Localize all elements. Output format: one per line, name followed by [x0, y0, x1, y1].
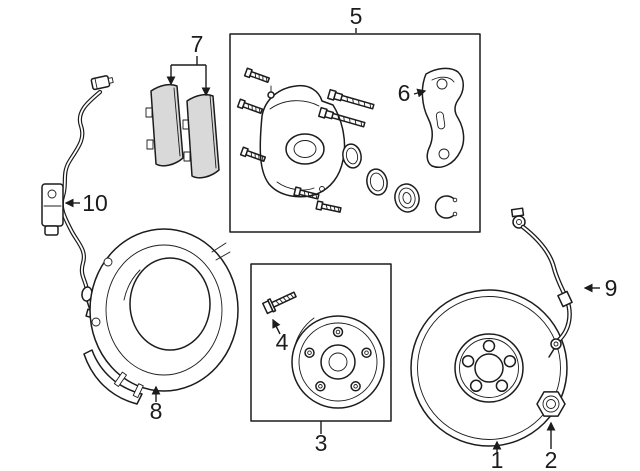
- callout-8-label: 8: [150, 398, 163, 424]
- wheel-studs: [304, 326, 372, 392]
- brake-rotor: [410, 289, 568, 447]
- bleeder-screw: [267, 91, 275, 99]
- brake-hose: [510, 207, 573, 358]
- abs-sensor-wire: [41, 75, 114, 319]
- caliper-piston: [366, 168, 388, 196]
- callout-3-label: 3: [315, 430, 328, 456]
- sensor-bracket: [41, 183, 64, 236]
- hub-bolt: [262, 291, 297, 315]
- caliper-bracket: [421, 67, 465, 168]
- callout-1-label: 1: [491, 447, 504, 471]
- callout-6-label: 6: [398, 80, 411, 106]
- callout-4-label: 4: [276, 329, 289, 355]
- callout-7-label: 7: [191, 31, 204, 57]
- sensor-connector: [90, 75, 114, 91]
- brake-pads: [145, 83, 220, 179]
- callout-2-label: 2: [545, 447, 558, 471]
- callout-7-leader: [171, 56, 206, 66]
- callout-6-arrow: [413, 88, 427, 98]
- piston-seal: [342, 143, 362, 169]
- callout-9-label: 9: [605, 275, 618, 301]
- callout-5-label: 5: [350, 3, 363, 29]
- piston-dust-boot: [394, 183, 420, 213]
- hose-fitting: [557, 290, 573, 308]
- snap-ring: [434, 195, 458, 219]
- shield-flange: [83, 349, 143, 405]
- callout-10-label: 10: [82, 190, 108, 216]
- splash-shield: [83, 228, 239, 405]
- hub-bearing: [291, 315, 385, 409]
- lug-nut: [536, 391, 566, 417]
- callout-4-arrow: [272, 318, 281, 335]
- lug-holes: [461, 339, 517, 393]
- banjo-bolt: [510, 207, 525, 218]
